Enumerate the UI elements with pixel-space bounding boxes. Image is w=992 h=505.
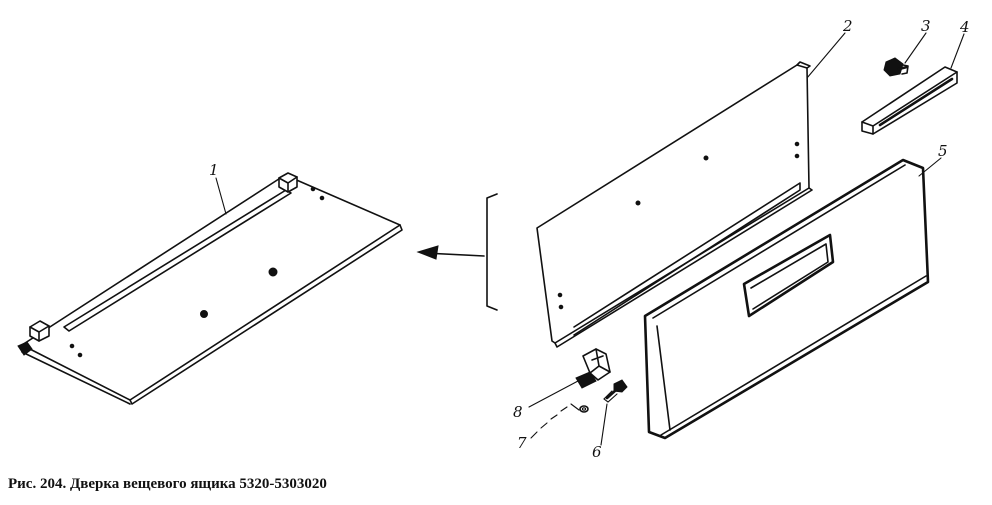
callout-5: 5: [938, 142, 948, 160]
part-8-bracket: [575, 348, 611, 389]
part-7-washer: [579, 405, 589, 413]
part-3-screw: [883, 57, 909, 77]
part-2-door-plate: [536, 61, 813, 348]
part-1-inner-panel: [17, 172, 403, 405]
callout-4: 4: [959, 18, 970, 36]
leader-lines: [215, 32, 965, 446]
callout-2: 2: [842, 17, 853, 35]
part-6-bolt: [603, 379, 628, 403]
part-5-outer-door: [643, 158, 930, 440]
part-4-seal-strip: [861, 66, 958, 135]
callout-labels: 1 2 3 4 5 8 7 6: [209, 17, 970, 461]
callout-3: 3: [921, 17, 931, 35]
callout-8: 8: [513, 403, 523, 421]
exploded-parts-diagram: 1 2 3 4 5 8 7 6: [17, 17, 970, 461]
callout-7: 7: [517, 434, 527, 452]
callout-1: 1: [209, 161, 219, 179]
figure-caption: Рис. 204. Дверка вещевого ящика 5320-530…: [8, 476, 327, 492]
assembly-arrow: [416, 193, 498, 311]
callout-6: 6: [592, 443, 602, 461]
